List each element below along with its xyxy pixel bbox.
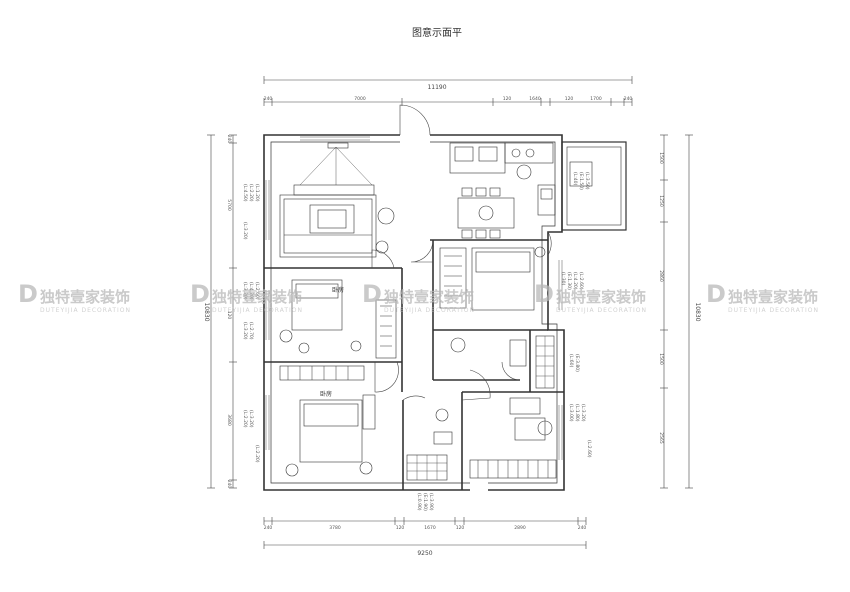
room-label-bedroom-b: 卧房 — [320, 390, 332, 398]
svg-text:(L:60): (L:60) — [568, 354, 574, 368]
top-seg-2: 7000 — [354, 96, 366, 102]
annotations-right-mid: (L:30) (E:1.30) (L:4.20) (L:2.60) — [560, 272, 584, 290]
left-seg-3: 120 — [226, 311, 232, 320]
right-seg-1: 1500 — [658, 152, 664, 164]
watermark-4: D 独特壹家装饰 DUTEYIJIA DECORATION — [534, 280, 647, 314]
top-seg-7: 240 — [624, 96, 633, 102]
watermark-5: D 独特壹家装饰 DUTEYIJIA DECORATION — [706, 280, 819, 314]
svg-text:(L:0.90): (L:0.90) — [416, 493, 422, 511]
svg-text:D: D — [534, 280, 554, 308]
left-total-dim: 10830 — [203, 302, 210, 321]
left-dimension — [207, 134, 237, 489]
svg-text:独特壹家装饰: 独特壹家装饰 — [556, 288, 646, 306]
right-seg-3: 2860 — [658, 270, 664, 282]
windows — [265, 136, 563, 460]
plan-title: 图意示面平 — [412, 26, 462, 39]
annotations-left-lower: (L:2.20) (L:3.20) (L:2.20) — [242, 410, 260, 463]
svg-text:(L:3.20): (L:3.20) — [242, 322, 248, 340]
svg-text:(L:2.20): (L:2.20) — [242, 410, 248, 428]
furniture — [279, 142, 593, 481]
svg-text:(L:4.20): (L:4.20) — [248, 282, 254, 300]
bottom-seg-7: 240 — [578, 525, 587, 531]
svg-text:(L:3.20): (L:3.20) — [580, 404, 586, 422]
svg-text:D: D — [706, 280, 726, 308]
svg-text:D: D — [190, 280, 210, 308]
left-seg-1: 240 — [226, 135, 232, 144]
svg-text:(L:40): (L:40) — [572, 172, 578, 186]
svg-text:(L:4.50): (L:4.50) — [242, 184, 248, 202]
right-seg-5: 2565 — [658, 432, 664, 444]
bottom-seg-5: 120 — [456, 525, 465, 531]
top-seg-1: 240 — [264, 96, 273, 102]
svg-text:(L:2.60): (L:2.60) — [254, 282, 260, 300]
svg-text:D: D — [362, 280, 382, 308]
bottom-seg-2: 3780 — [329, 525, 341, 531]
left-seg-5: 240 — [226, 480, 232, 489]
svg-text:独特壹家装饰: 独特壹家装饰 — [384, 288, 474, 306]
top-seg-3: 120 — [503, 96, 512, 102]
svg-text:(L:3.50): (L:3.50) — [584, 172, 590, 190]
svg-text:(L:2.60): (L:2.60) — [586, 440, 592, 458]
svg-text:(L:2.20): (L:2.20) — [254, 445, 260, 463]
right-seg-2: 1250 — [658, 195, 664, 207]
bottom-seg-4: 1670 — [424, 525, 436, 531]
svg-text:(L:30): (L:30) — [560, 272, 566, 286]
annotations-right-lower: (L:60) (E:3.80) (L:3.00) (L:1.80) (L:3.2… — [568, 354, 592, 458]
svg-text:(E:3.80): (E:3.80) — [574, 354, 580, 372]
top-seg-4: 1640 — [529, 96, 541, 102]
left-seg-2: 5700 — [226, 199, 232, 211]
svg-text:独特壹家装饰: 独特壹家装饰 — [40, 288, 130, 306]
svg-text:独特壹家装饰: 独特壹家装饰 — [728, 288, 818, 306]
svg-text:(E:1.50): (E:1.50) — [578, 172, 584, 190]
left-seg-4: 3680 — [226, 414, 232, 426]
annotations-right-upper: (L:40) (E:1.50) (L:3.50) — [572, 172, 590, 190]
svg-text:DUTEYIJIA DECORATION: DUTEYIJIA DECORATION — [728, 307, 819, 314]
svg-text:(E:1.90): (E:1.90) — [422, 493, 428, 511]
bottom-seg-6: 2890 — [514, 525, 526, 531]
svg-text:(L:3.00): (L:3.00) — [568, 404, 574, 422]
svg-text:(L:3.20): (L:3.20) — [242, 222, 248, 240]
top-seg-6: 1700 — [590, 96, 602, 102]
svg-text:(E:1.30): (E:1.30) — [566, 272, 572, 290]
right-seg-4: 1500 — [658, 353, 664, 365]
svg-text:(L:1.20): (L:1.20) — [254, 184, 260, 202]
svg-text:独特壹家装饰: 独特壹家装饰 — [212, 288, 302, 306]
svg-text:(L:3.90): (L:3.90) — [428, 493, 434, 511]
room-label-bedroom-a: 卧房 — [332, 286, 344, 294]
svg-text:(L:4.20): (L:4.20) — [572, 272, 578, 290]
right-dimension — [660, 134, 693, 489]
right-total-dim: 10830 — [694, 302, 701, 321]
svg-text:(L:2.20): (L:2.20) — [248, 184, 254, 202]
top-total-dim: 11190 — [427, 84, 446, 91]
top-dimension — [263, 76, 633, 106]
annotations-left-mid: (L:3.20) (L:4.20) (L:2.60) (L:3.20) (L:2… — [242, 282, 260, 340]
bottom-total-dim: 9250 — [417, 550, 432, 557]
svg-text:(L:3.20): (L:3.20) — [248, 410, 254, 428]
watermark-2: D 独特壹家装饰 DUTEYIJIA DECORATION — [190, 280, 303, 314]
bottom-dimension — [263, 517, 587, 549]
svg-text:DUTEYIJIA DECORATION: DUTEYIJIA DECORATION — [40, 307, 131, 314]
svg-text:(L:1.80): (L:1.80) — [574, 404, 580, 422]
walls — [263, 134, 627, 491]
bottom-seg-3: 120 — [396, 525, 405, 531]
doors — [371, 104, 552, 401]
bottom-seg-1: 240 — [264, 525, 273, 531]
svg-text:D: D — [18, 280, 38, 308]
svg-text:(L:2.60): (L:2.60) — [578, 272, 584, 290]
annotations-bottom-center: (L:0.90) (E:1.90) (L:3.90) — [416, 493, 434, 511]
svg-text:(L:3.20): (L:3.20) — [242, 282, 248, 300]
svg-text:DUTEYIJIA DECORATION: DUTEYIJIA DECORATION — [384, 307, 475, 314]
watermark-1: D 独特壹家装饰 DUTEYIJIA DECORATION — [18, 280, 131, 314]
svg-text:(L:2.70): (L:2.70) — [248, 322, 254, 340]
svg-text:DUTEYIJIA DECORATION: DUTEYIJIA DECORATION — [212, 307, 303, 314]
watermark-3: D 独特壹家装饰 DUTEYIJIA DECORATION — [362, 280, 475, 314]
top-seg-5: 120 — [565, 96, 574, 102]
annotations-left-upper: (L:4.50) (L:2.20) (L:1.20) (L:3.20) — [242, 184, 260, 240]
svg-text:DUTEYIJIA DECORATION: DUTEYIJIA DECORATION — [556, 307, 647, 314]
